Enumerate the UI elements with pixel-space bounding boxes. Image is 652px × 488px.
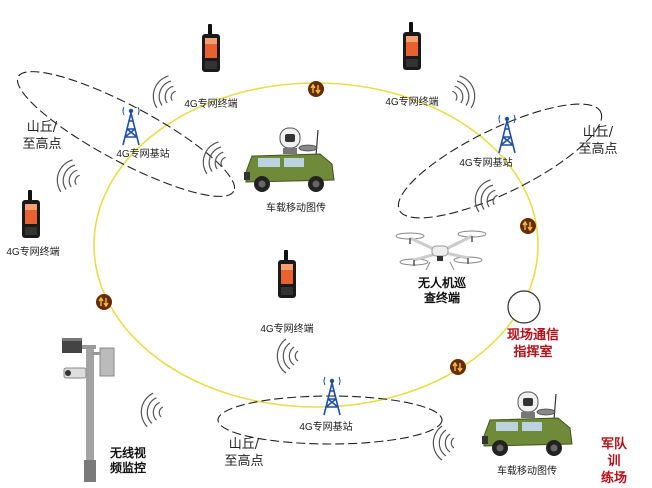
- base-station-label: 4G专网基站: [299, 422, 353, 433]
- base-station-label: 4G专网基站: [459, 158, 513, 169]
- signal-icon: [138, 391, 166, 430]
- base-station-label: 4G专网基站: [116, 149, 170, 160]
- terminal-icon: [202, 24, 220, 72]
- relay-icon: [519, 217, 537, 235]
- signal-icon: [432, 425, 455, 461]
- base-station-icon: [122, 106, 140, 146]
- relay-icon: [307, 80, 325, 98]
- signal-icon: [148, 72, 181, 113]
- signal-icon: [276, 338, 299, 374]
- hill-zone-bottom: [217, 395, 443, 445]
- terminal-icon: [403, 22, 421, 70]
- signal-icon: [470, 176, 503, 217]
- signal-icon: [198, 138, 231, 179]
- drone-label: 无人机巡 查终端: [417, 276, 467, 305]
- relay-icon: [449, 358, 467, 376]
- terminal-label: 4G专网终端: [184, 99, 238, 110]
- signal-icon: [52, 156, 85, 197]
- cctv-label: 无线视 频监控: [109, 446, 147, 475]
- command-room-node-icon: [507, 290, 541, 324]
- terminal-label: 4G专网终端: [385, 97, 439, 108]
- relay-icon: [95, 293, 113, 311]
- vehicle-icon: [243, 127, 335, 193]
- network-ring: [93, 82, 539, 408]
- hill-label: 山丘/ 至高点: [578, 125, 618, 157]
- vehicle-label: 车载移动图传: [497, 466, 557, 477]
- vehicle-icon: [481, 391, 573, 457]
- hill-zone-top-right: [397, 103, 603, 219]
- command-room-label: 现场通信 指挥室: [506, 328, 560, 360]
- training-ground-label: 军队训 练场: [600, 437, 627, 486]
- terminal-label: 4G专网终端: [260, 324, 314, 335]
- hill-label: 山丘/ 至高点: [224, 437, 264, 469]
- hill-zone-top-left: [16, 71, 236, 197]
- drone-icon: [395, 230, 487, 271]
- terminal-icon: [22, 190, 40, 238]
- terminal-icon: [278, 250, 296, 298]
- cctv-pole-icon: [62, 338, 115, 482]
- hill-label: 山丘/ 至高点: [22, 120, 62, 152]
- signal-icon: [447, 72, 480, 113]
- terminal-label: 4G专网终端: [6, 247, 60, 258]
- vehicle-label: 车载移动图传: [266, 203, 326, 214]
